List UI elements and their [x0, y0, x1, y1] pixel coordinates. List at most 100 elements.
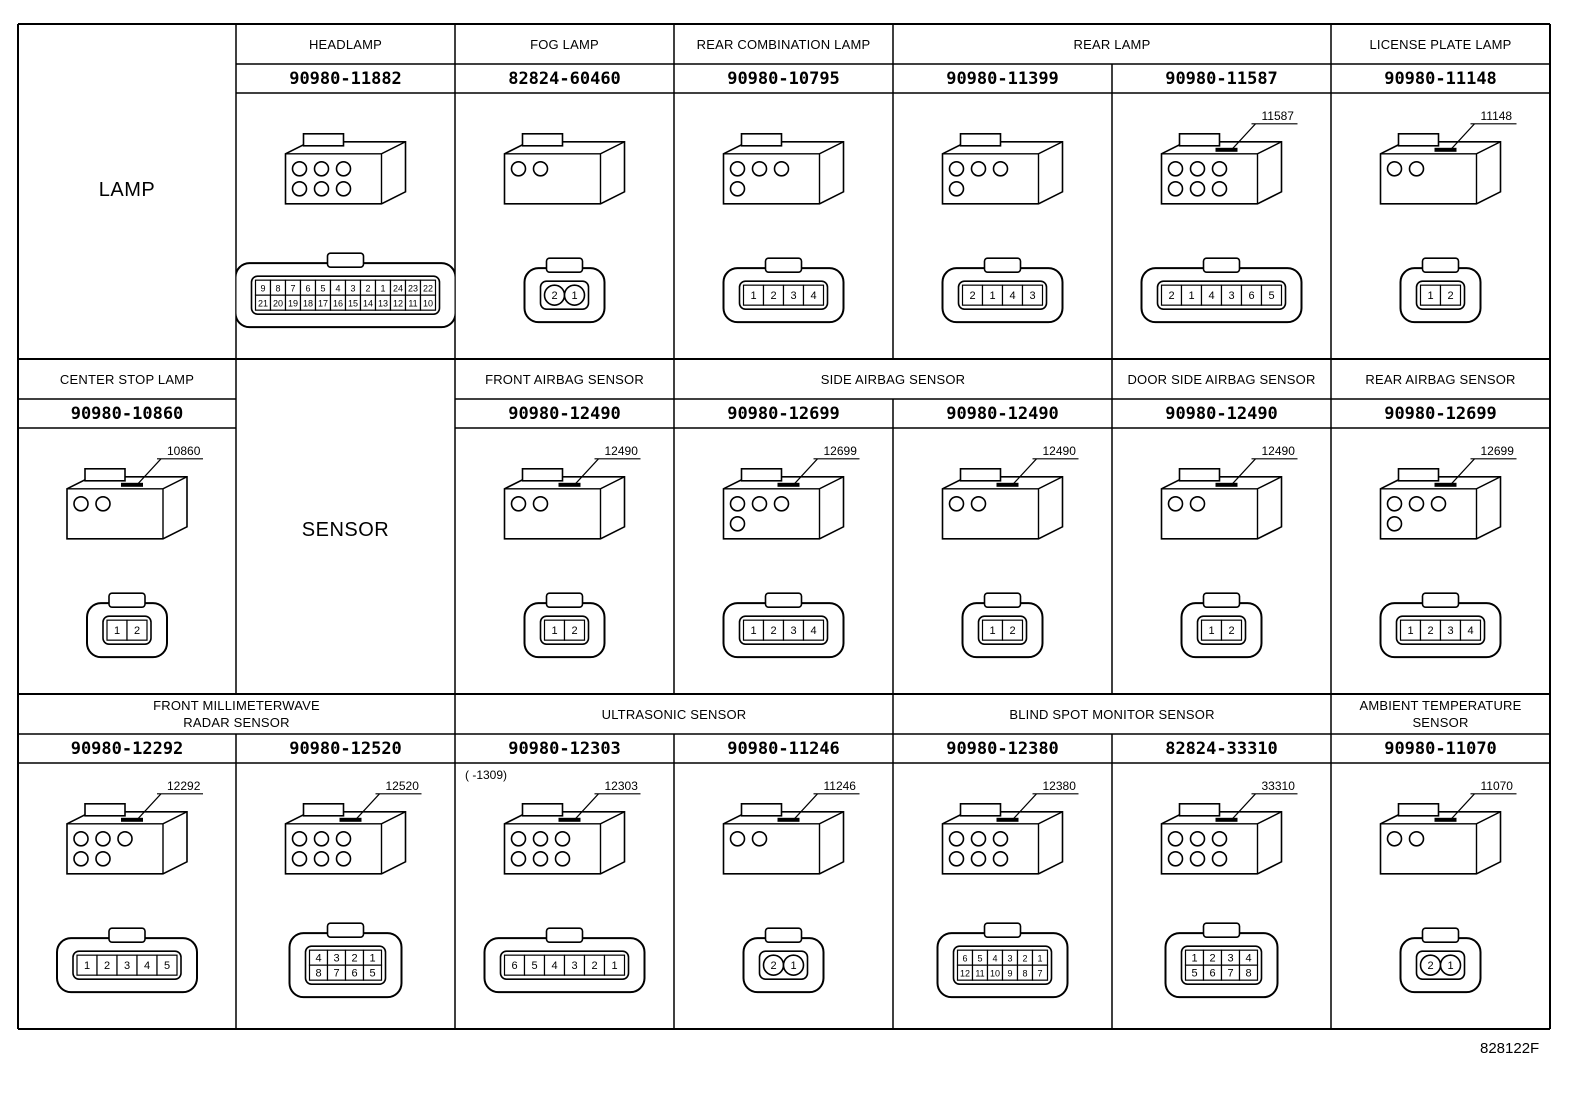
pin-number: 6: [351, 968, 357, 980]
category-label: DOOR SIDE AIRBAG SENSOR: [1127, 371, 1316, 387]
callout-label: 11246: [824, 779, 857, 793]
pin-number: 14: [363, 299, 373, 309]
pin-number: 4: [315, 953, 321, 965]
pin-number: 4: [1009, 290, 1015, 302]
category-label: AMBIENT TEMPERATURE SENSOR: [1359, 698, 1522, 730]
figure-id: 828122F: [1480, 1040, 1540, 1057]
pin-number: 5: [1191, 968, 1197, 980]
pin-number: 2: [365, 284, 370, 294]
callout-label: 12699: [824, 444, 858, 458]
part-number: 90980-11246: [727, 738, 840, 759]
pin-number: 7: [333, 968, 339, 980]
part-number: 90980-12490: [946, 403, 1059, 424]
pin-number: 1: [1191, 953, 1197, 965]
pin-number: 17: [318, 299, 328, 309]
pin-number: 8: [1245, 968, 1251, 980]
callout-label: 11070: [1481, 779, 1514, 793]
pin-number: 8: [1022, 969, 1027, 979]
pin-number: 9: [260, 284, 265, 294]
pin-number: 5: [320, 284, 325, 294]
pin-number: 15: [348, 299, 358, 309]
pin-number: 9: [1007, 969, 1012, 979]
pin-number: 3: [350, 284, 355, 294]
pin-number: 1: [1447, 960, 1453, 972]
callout-label: 11587: [1262, 109, 1295, 123]
pin-number: 2: [571, 625, 577, 637]
category-label: SIDE AIRBAG SENSOR: [820, 371, 966, 387]
part-number: 90980-10860: [70, 403, 184, 424]
pin-number: 2: [551, 290, 557, 302]
category-label: HEADLAMP: [308, 36, 383, 52]
pin-number: 3: [790, 290, 796, 302]
pin-number: 4: [810, 625, 816, 637]
pin-number: 3: [1029, 290, 1035, 302]
pin-number: 4: [335, 284, 340, 294]
pin-number: 1: [571, 290, 577, 302]
part-number: 90980-12292: [70, 738, 184, 759]
pin-number: 2: [1427, 960, 1433, 972]
category-label: CENTER STOP LAMP: [59, 371, 195, 387]
rear-lamp-connector-icon: 2 1 4 3: [941, 132, 1064, 324]
category-label: REAR AIRBAG SENSOR: [1365, 371, 1516, 387]
pin-number: 3: [1228, 290, 1234, 302]
pin-number: 1: [551, 625, 557, 637]
pin-number: 5: [531, 960, 537, 972]
pin-number: 3: [571, 960, 577, 972]
pin-number: 16: [333, 299, 343, 309]
group-label-lamp: LAMP: [98, 178, 156, 201]
pin-number: 2: [770, 625, 776, 637]
pin-number: 4: [992, 954, 997, 964]
callout-label: 10860: [167, 444, 201, 458]
pin-number: 1: [750, 290, 756, 302]
pin-number: 2: [1022, 954, 1027, 964]
pin-number: 8: [315, 968, 321, 980]
pin-number: 4: [810, 290, 816, 302]
pin-number: 21: [258, 299, 268, 309]
pin-number: 1: [369, 953, 375, 965]
callout-label: 12490: [605, 444, 639, 458]
pin-number: 2: [134, 625, 140, 637]
pin-number: 12: [393, 299, 403, 309]
pin-number: 2: [1228, 625, 1234, 637]
pin-number: 8: [275, 284, 280, 294]
category-label: BLIND SPOT MONITOR SENSOR: [1009, 706, 1215, 722]
part-number: 90980-12699: [727, 403, 840, 424]
pin-number: 1: [1188, 290, 1194, 302]
pin-number: 7: [290, 284, 295, 294]
pin-number: 10: [990, 969, 1000, 979]
pin-number: 2: [351, 953, 357, 965]
part-number: 90980-12303: [508, 738, 621, 759]
pin-number: 13: [378, 299, 388, 309]
pin-number: 1: [1037, 954, 1042, 964]
callout-label: 11148: [1481, 109, 1513, 123]
category-label: FOG LAMP: [530, 36, 599, 52]
pin-number: 2: [969, 290, 975, 302]
pin-number: 11: [975, 969, 984, 979]
pin-number: 1: [989, 290, 995, 302]
pin-number: 4: [1467, 625, 1473, 637]
pin-number: 3: [790, 625, 796, 637]
pin-number: 2: [770, 960, 776, 972]
part-number: 90980-12490: [508, 403, 621, 424]
pin-number: 1: [790, 960, 796, 972]
category-label: REAR LAMP: [1073, 36, 1151, 52]
pin-number: 24: [393, 284, 403, 294]
part-number: 90980-12380: [946, 738, 1059, 759]
part-number: 90980-11148: [1384, 68, 1497, 89]
part-number: 90980-11070: [1384, 738, 1497, 759]
part-number: 90980-12520: [289, 738, 402, 759]
pin-number: 2: [1209, 953, 1215, 965]
pin-number: 5: [977, 954, 982, 964]
pin-number: 2: [1009, 625, 1015, 637]
part-number: 82824-33310: [1165, 738, 1278, 759]
pin-number: 1: [989, 625, 995, 637]
